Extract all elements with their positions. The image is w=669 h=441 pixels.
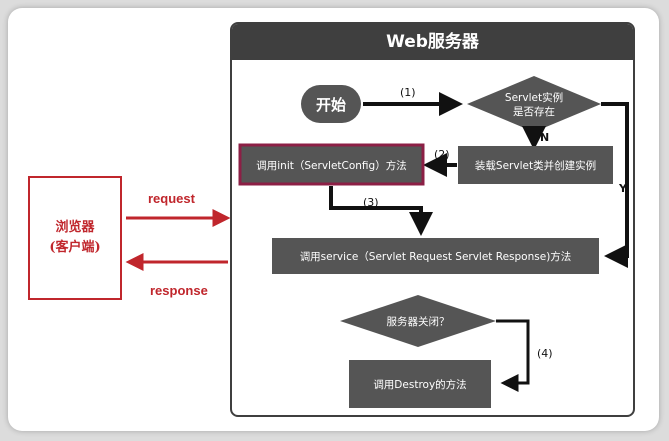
edge-3-label: (3) [363, 196, 379, 209]
response-label: response [150, 283, 208, 298]
service-node [272, 238, 599, 274]
edge-no-label: N [540, 131, 549, 144]
load-servlet-node [458, 146, 613, 184]
start-label: 开始 [316, 96, 346, 114]
init-node [238, 143, 425, 186]
destroy-node [349, 360, 491, 408]
edge-1-label: (1) [400, 86, 416, 99]
init-label: 调用init（ServletConfig）方法 [256, 159, 406, 172]
instance-check-diamond [467, 76, 601, 132]
request-label: request [148, 191, 195, 206]
load-servlet-label: 装载Servlet类并创建实例 [475, 159, 596, 172]
instance-check-label-1: Servlet实例 [505, 91, 563, 104]
browser-label: 浏览器 [55, 220, 95, 235]
edge-yes-arrow [601, 102, 629, 268]
client-label: (客户端) [49, 240, 101, 255]
start-node [301, 85, 361, 123]
destroy-label: 调用Destroy的方法 [373, 378, 466, 391]
web-server-title: Web服务器 [232, 24, 633, 60]
edge-yes-label: Y [618, 182, 628, 195]
edge-4-arrow [496, 319, 530, 392]
edge-4-label: (4) [537, 347, 553, 360]
service-label: 调用service（Servlet Request Servlet Respon… [300, 250, 572, 263]
browser-client-box: 浏览器 (客户端) [28, 176, 122, 300]
server-close-diamond [340, 295, 496, 347]
edge-2-label: (2) [434, 148, 450, 161]
edge-3-arrow [329, 186, 433, 236]
server-close-label: 服务器关闭？ [387, 315, 450, 328]
instance-check-label-2: 是否存在 [513, 105, 555, 118]
